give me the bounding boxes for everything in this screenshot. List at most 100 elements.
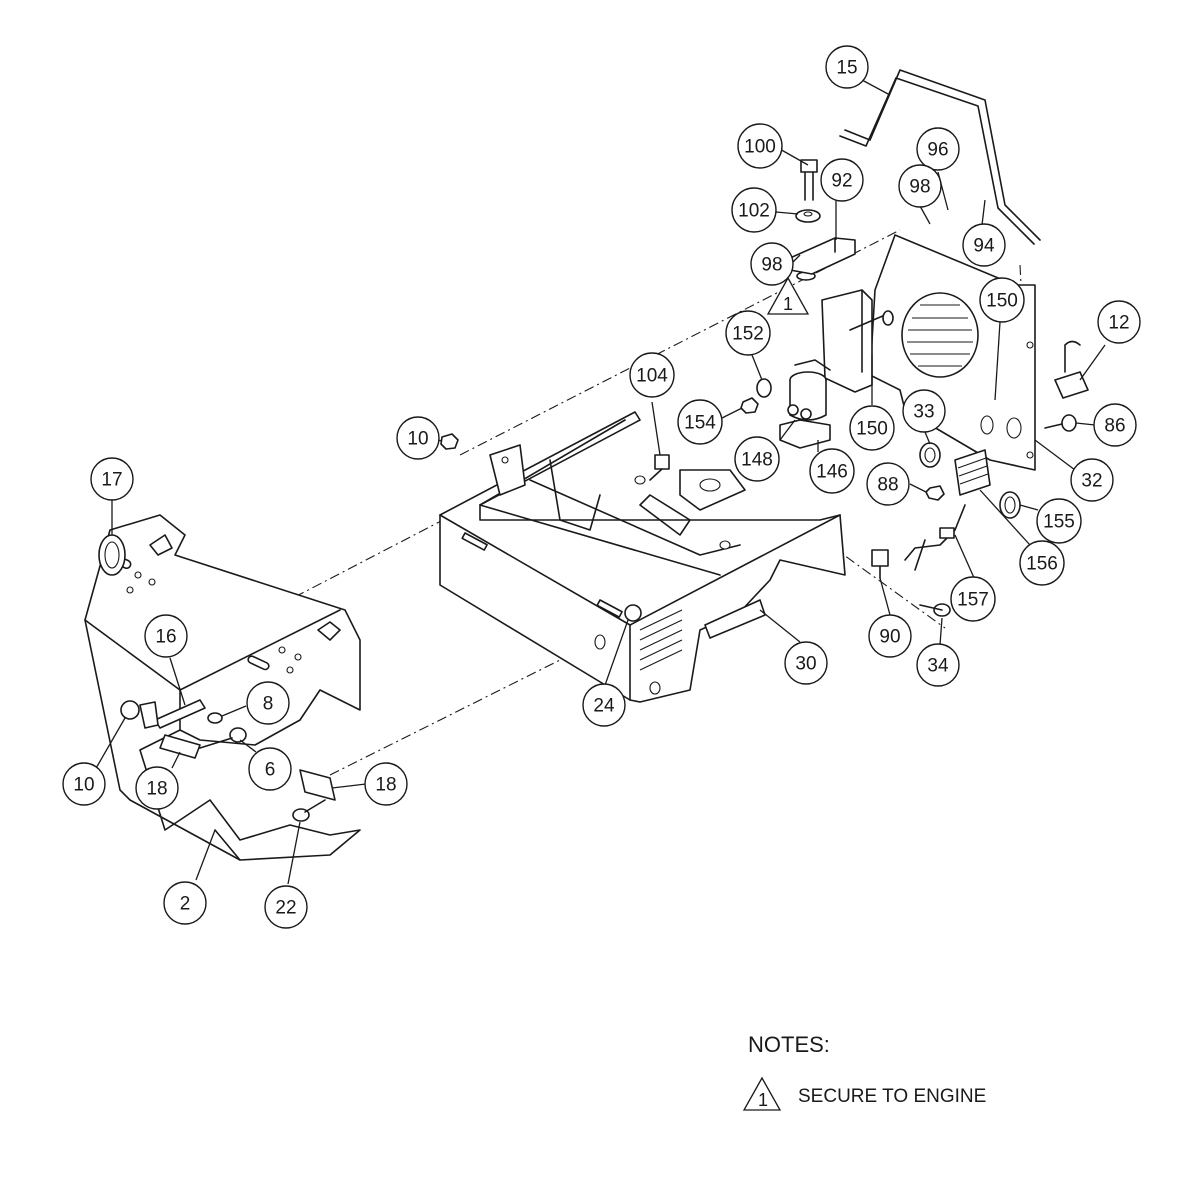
balloon-label: 148 [741, 450, 773, 471]
balloon-17: 17 [90, 457, 134, 501]
balloon-146: 146 [809, 448, 855, 494]
part-33-ring [919, 442, 941, 468]
leader-lines [94, 79, 1106, 885]
balloon-label: 90 [879, 627, 900, 648]
part-15-rod [839, 69, 1041, 245]
balloon-label: 22 [275, 898, 296, 919]
balloon-label: 104 [636, 366, 668, 387]
balloon-label: 34 [927, 656, 949, 677]
balloon-label: 86 [1104, 416, 1125, 437]
balloon-148: 148 [734, 436, 780, 482]
balloon-label: 17 [101, 470, 122, 491]
part-2-front-panel [84, 514, 361, 861]
part-30-base-frame [439, 411, 846, 703]
balloon-33: 33 [902, 389, 946, 433]
balloon-label: 150 [986, 291, 1018, 312]
balloon-157: 157 [950, 576, 996, 622]
balloon-152: 152 [725, 310, 771, 356]
balloon-label: 6 [265, 760, 276, 781]
part-148-terminal [787, 404, 812, 420]
part-34-screw [919, 603, 951, 617]
balloon-label: 16 [155, 627, 176, 648]
balloon-1: 1 [766, 276, 810, 315]
part-6-bolt [199, 727, 247, 749]
balloon-label: 155 [1043, 512, 1075, 533]
note-marker-triangle [742, 1076, 782, 1111]
part-24-bolt [624, 604, 642, 622]
part-32-side-plate [869, 234, 1036, 471]
balloon-label: 88 [877, 475, 898, 496]
part-90-fitting [871, 549, 889, 579]
part-10-nut-top [440, 433, 459, 450]
balloon-96: 96 [916, 127, 960, 171]
balloon-154: 154 [677, 399, 723, 445]
balloon-label: 30 [795, 654, 816, 675]
balloon-label: 156 [1026, 554, 1058, 575]
balloon-94: 94 [962, 223, 1006, 267]
note-text: SECURE TO ENGINE [798, 1086, 986, 1107]
balloon-6: 6 [248, 747, 292, 791]
balloon-86: 86 [1093, 403, 1137, 447]
balloon-label: 94 [973, 236, 995, 257]
part-146-solenoid [779, 359, 831, 449]
balloon-label: 8 [263, 694, 274, 715]
balloon-16: 16 [144, 614, 188, 658]
balloon-label: 10 [73, 775, 94, 796]
balloon-label: 154 [684, 413, 716, 434]
balloon-label: 32 [1081, 471, 1102, 492]
part-10-nut-left [120, 700, 159, 729]
balloon-10: 10 [396, 416, 440, 460]
balloon-label: 150 [856, 419, 888, 440]
balloon-150: 150 [849, 405, 895, 451]
balloon-label: 33 [913, 402, 934, 423]
part-22-screw [292, 799, 326, 822]
balloon-label: 96 [927, 140, 948, 161]
balloon-label: 18 [375, 775, 396, 796]
part-152-washer [756, 378, 772, 398]
balloon-88: 88 [866, 462, 910, 506]
balloon-label: 146 [816, 462, 848, 483]
balloon-156: 156 [1019, 540, 1065, 586]
balloon-34: 34 [916, 643, 960, 687]
part-18-clip-right [299, 769, 336, 801]
balloon-label: 12 [1108, 313, 1129, 334]
balloon-label: 24 [593, 696, 615, 717]
balloon-2: 2 [163, 881, 207, 925]
balloon-92: 92 [820, 158, 864, 202]
part-157-harness [904, 504, 966, 571]
balloon-32: 32 [1070, 458, 1114, 502]
balloon-label: 102 [738, 201, 770, 222]
balloon-90: 90 [868, 614, 912, 658]
balloon-100: 100 [737, 123, 783, 169]
balloon-18: 18 [135, 766, 179, 810]
note-marker-number: 1 [758, 1090, 768, 1110]
balloon-24: 24 [582, 683, 626, 727]
notes-title: NOTES: [748, 1032, 830, 1057]
balloon-label: 98 [761, 255, 782, 276]
part-8-washer [207, 712, 223, 724]
part-150-bracket [821, 289, 894, 393]
part-88-nut [925, 485, 945, 501]
balloon-98: 98 [898, 164, 942, 208]
balloon-label: 92 [831, 171, 852, 192]
balloon-label: 10 [407, 429, 428, 450]
part-156-regulator [954, 449, 991, 496]
balloon-155: 155 [1036, 498, 1082, 544]
balloon-10: 10 [62, 762, 106, 806]
balloon-label: 98 [909, 177, 930, 198]
part-100-bolt [800, 159, 818, 201]
balloon-label: 15 [836, 58, 857, 79]
balloon-label: 18 [146, 779, 167, 800]
balloon-150: 150 [979, 277, 1025, 323]
balloon-8: 8 [246, 681, 290, 725]
balloon-18: 18 [364, 762, 408, 806]
balloon-15: 15 [825, 45, 869, 89]
balloon-104: 104 [629, 352, 675, 398]
balloon-30: 30 [784, 641, 828, 685]
balloon-102: 102 [731, 187, 777, 233]
balloon-label: 1 [783, 294, 793, 314]
balloon-label: 100 [744, 137, 776, 158]
